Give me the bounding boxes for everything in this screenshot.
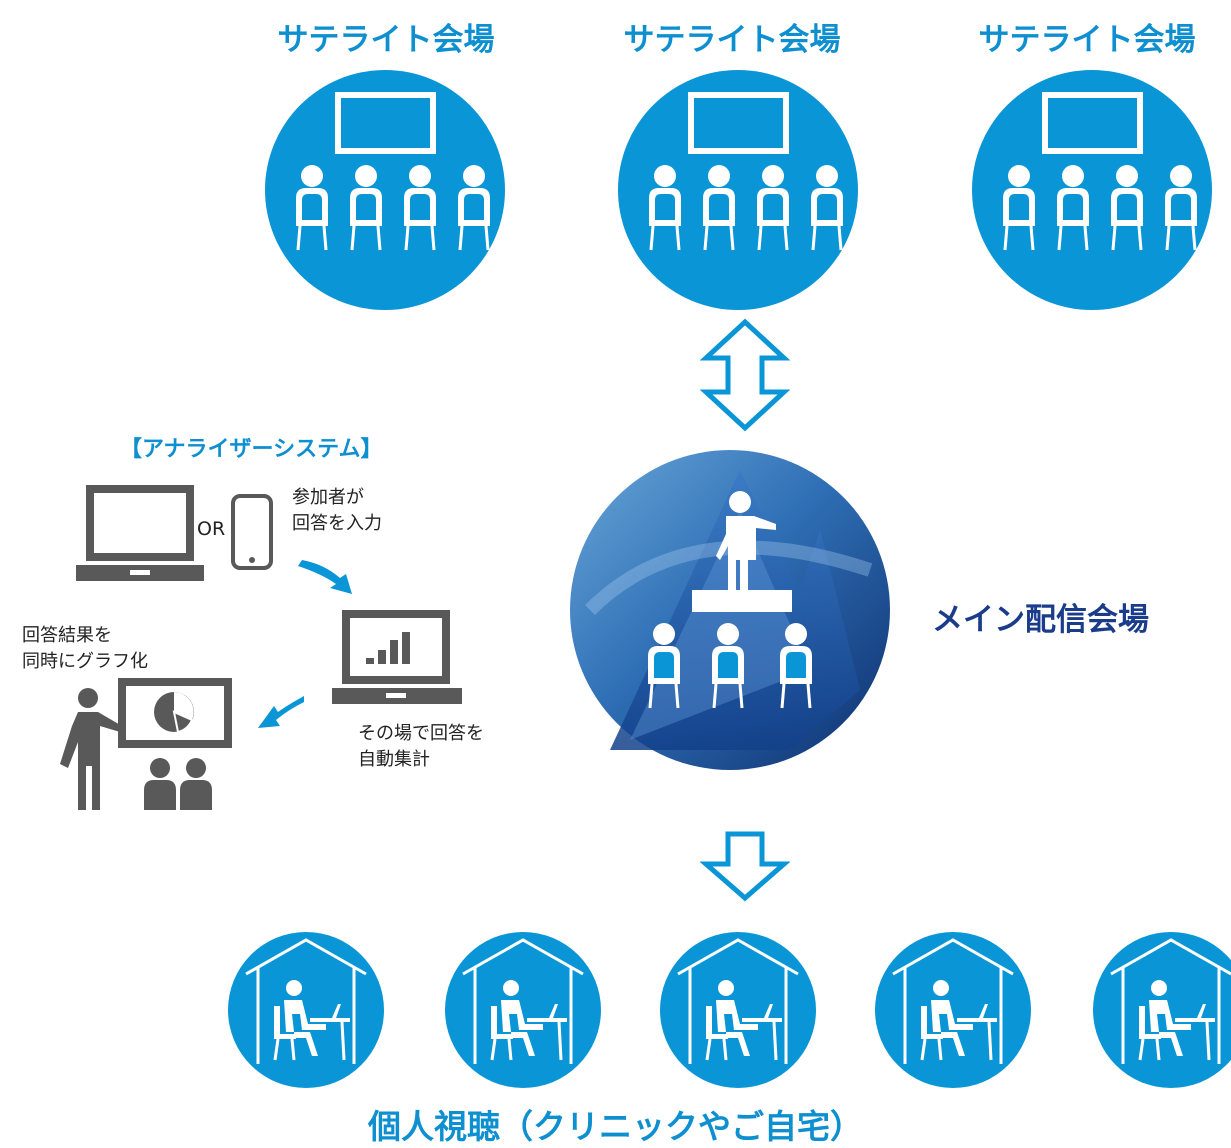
step2-note: その場で回答を 自動集計 — [358, 721, 484, 773]
presenter-pie-chart-icon — [60, 678, 232, 810]
step1-note: 参加者が 回答を入力 — [292, 485, 382, 537]
step2-line1: その場で回答を — [358, 723, 484, 744]
individual-viewing-label: 個人視聴（クリニックやご自宅） — [368, 1107, 863, 1146]
satellite-venue-icon-3 — [972, 70, 1212, 310]
home-viewer-icon-5 — [1093, 932, 1231, 1088]
step1-line2: 回答を入力 — [292, 513, 382, 534]
smartphone-icon — [231, 494, 273, 570]
step3-line1: 回答結果を — [22, 625, 112, 646]
step2-line2: 自動集計 — [358, 749, 430, 770]
curved-arrow-icon-1 — [298, 560, 352, 594]
step3-line2: 同時にグラフ化 — [22, 651, 148, 672]
home-viewer-icon-4 — [875, 932, 1031, 1088]
step3-note: 回答結果を 同時にグラフ化 — [22, 623, 148, 675]
satellite-venue-icon-2 — [618, 70, 858, 310]
satellite-label-2: サテライト会場 — [623, 22, 841, 58]
home-viewer-icon-2 — [445, 932, 601, 1088]
satellite-label-1: サテライト会場 — [277, 22, 495, 58]
main-venue-icon — [570, 450, 890, 770]
step1-line1: 参加者が — [292, 487, 364, 508]
satellite-venue-icon-1 — [265, 70, 505, 310]
curved-arrow-icon-2 — [258, 696, 304, 728]
down-arrow-icon — [700, 831, 790, 902]
main-venue-label: メイン配信会場 — [932, 602, 1149, 638]
satellite-label-3: サテライト会場 — [978, 22, 1196, 58]
home-viewer-icon-3 — [660, 932, 816, 1088]
analyzer-system-title: 【アナライザーシステム】 — [120, 437, 383, 462]
home-viewer-icon-1 — [228, 932, 384, 1088]
laptop-chart-icon — [332, 610, 462, 704]
laptop-icon — [76, 485, 204, 581]
or-text: OR — [197, 518, 226, 540]
bidirectional-arrow-icon — [700, 318, 790, 432]
